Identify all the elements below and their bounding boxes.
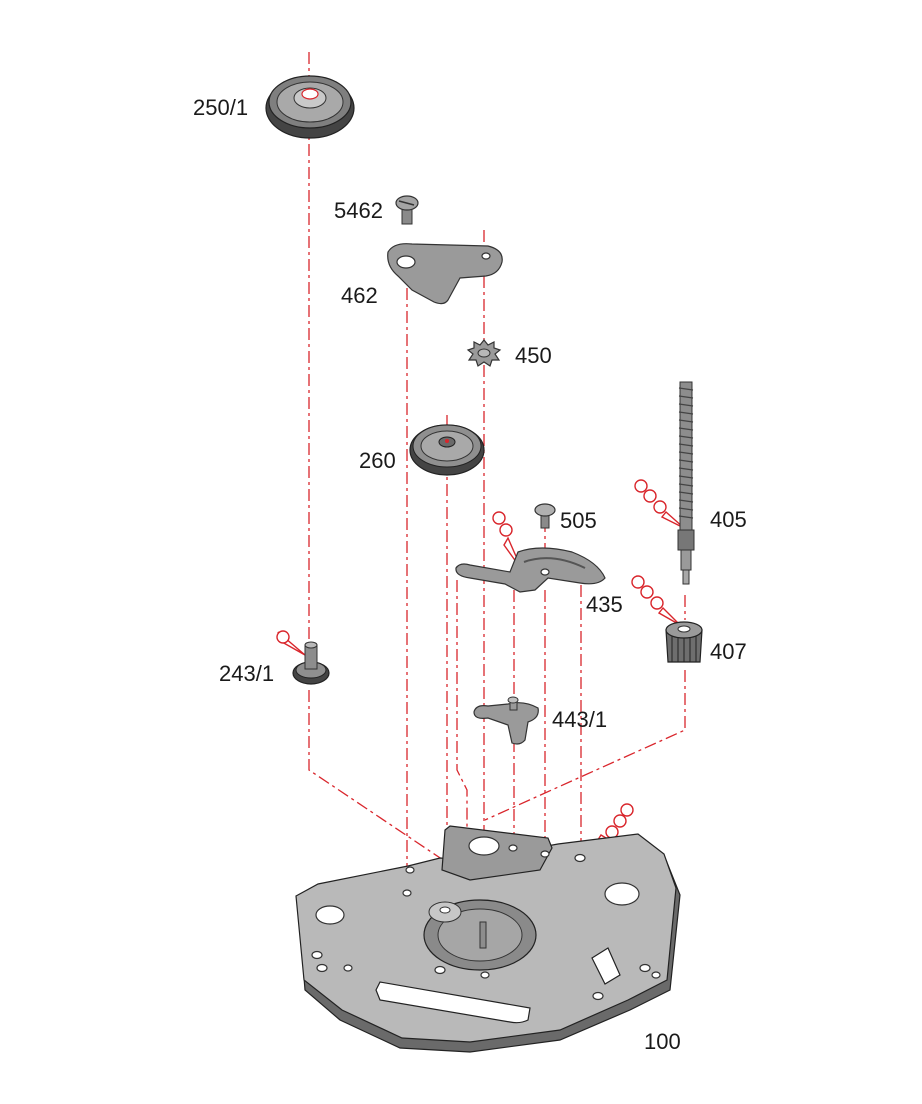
label-part-243-1: 243/1 [219,661,275,686]
label-part-407: 407 [710,639,747,664]
label-part-260: 260 [359,448,396,473]
label-part-450: 450 [515,343,552,368]
assembly-guide-lines [308,52,686,930]
label-part-250-1: 250/1 [193,95,249,120]
part-260-gear [409,424,485,476]
label-part-405: 405 [710,507,747,532]
label-part-435: 435 [586,592,623,617]
part-407-pinion [665,621,703,663]
label-part-505: 505 [560,508,597,533]
label-part-100: 100 [644,1029,681,1054]
label-part-443-1: 443/1 [552,707,608,732]
label-part-5462: 5462 [334,198,383,223]
part-243-1-wheel [292,641,330,685]
part-462-bridge [387,243,503,305]
part-250-1-gear [265,75,355,139]
oil-marker-405 [634,479,685,529]
oil-marker-407 [631,575,681,626]
part-435-lever [455,547,606,593]
part-5462-screw [395,195,419,225]
label-part-462: 462 [341,283,378,308]
part-100-main-plate [295,825,681,1053]
part-450-wheel [466,339,502,367]
part-405-stem [677,381,695,585]
part-443-1-lever [473,696,539,745]
oil-marker-243 [276,630,306,656]
part-505-pin [534,503,556,529]
